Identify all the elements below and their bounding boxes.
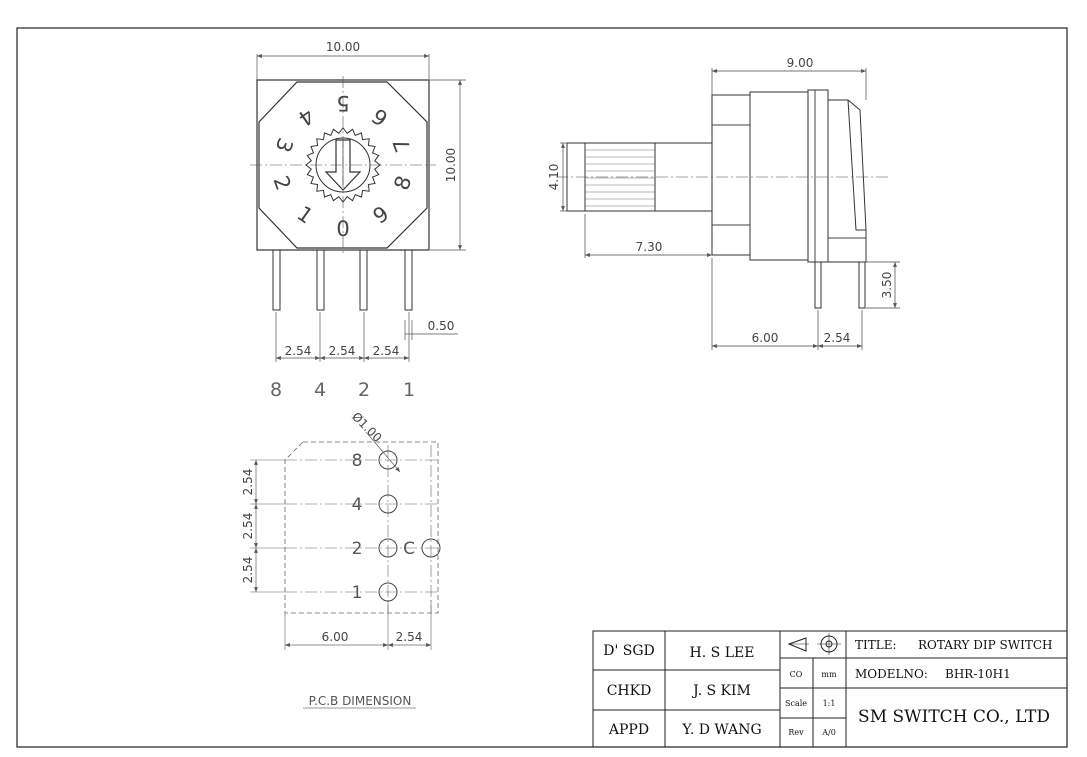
dial-digit: 5 [336,91,349,115]
hole-label: 4 [352,495,363,515]
pin-width-label: 0.50 [428,319,455,333]
pcb-offset-label: 2.54 [396,630,423,644]
pin-pitch-label: 2.54 [824,331,851,345]
approved-label: APPD [608,722,649,738]
title-label: TITLE: [855,638,897,652]
rev-label: Rev [788,728,804,737]
knob-serration [305,127,381,203]
width-dim-label: 10.00 [326,40,360,54]
approved-by: Y. D WANG [681,722,761,738]
height-dim-label: 10.00 [444,148,458,182]
title-block-text: D' SGD H. S LEE CHKD J. S KIM APPD Y. D … [603,638,1052,738]
co-label: CO [790,670,803,679]
dial-digit: 1 [293,201,318,228]
dial-digit: 9 [369,201,394,228]
overall-length-label: 9.00 [787,56,814,70]
company-name: SM SWITCH CO., LTD [858,707,1050,727]
pin-pitch-label: 2.54 [285,344,312,358]
pin-pitch-label: 2.54 [329,344,356,358]
pin-pitch-label: 2.54 [373,344,400,358]
pin-label: 4 [314,379,326,401]
side-view [556,68,900,350]
shaft-diameter-label: 4.10 [547,164,561,191]
hole-label: 2 [352,539,363,559]
model-value: BHR-10H1 [945,667,1011,681]
hole-label: 1 [352,583,363,603]
pin-offset-label: 6.00 [752,331,779,345]
dial-digit: 0 [336,217,349,241]
pin-label: 1 [403,379,415,401]
hole-diameter-label: Ø1.00 [349,409,384,444]
common-label: C [403,539,415,559]
drawing-border [16,27,1068,748]
dial-digit: 4 [294,103,319,130]
dial-digit: 7 [388,135,415,156]
scale-label: Scale [785,699,807,708]
pcb-caption: P.C.B DIMENSION [309,694,412,708]
row-pitch-label: 2.54 [241,469,255,496]
checked-label: CHKD [607,683,652,699]
pcb-width-label: 6.00 [322,630,349,644]
dial-digit: 2 [268,173,295,194]
projection-icon [787,633,841,655]
pin-label: 8 [270,379,282,401]
scale-value: 1:1 [823,699,836,708]
dial-digit: 3 [270,135,297,156]
pin-height-label: 3.50 [880,272,894,299]
title-block [592,630,1068,748]
designed-label: D' SGD [603,643,655,659]
dial-digit: 8 [389,173,416,194]
units-value: mm [821,670,837,679]
model-label: MODELNO: [855,667,928,681]
rev-value: A/0 [821,728,836,737]
row-pitch-label: 2.54 [241,513,255,540]
checked-by: J. S KIM [691,683,751,699]
pin-label: 2 [358,379,370,401]
side-view-labels: 9.00 4.10 7.30 6.00 2.54 3.50 [547,56,894,345]
row-pitch-label: 2.54 [241,557,255,584]
front-view [250,54,466,362]
shaft-length-label: 7.30 [636,240,663,254]
hole-label: 8 [352,451,363,471]
pcb-view [250,431,441,709]
dial-digit: 6 [368,103,393,130]
designed-by: H. S LEE [690,645,755,661]
title-value: ROTARY DIP SWITCH [918,638,1052,652]
